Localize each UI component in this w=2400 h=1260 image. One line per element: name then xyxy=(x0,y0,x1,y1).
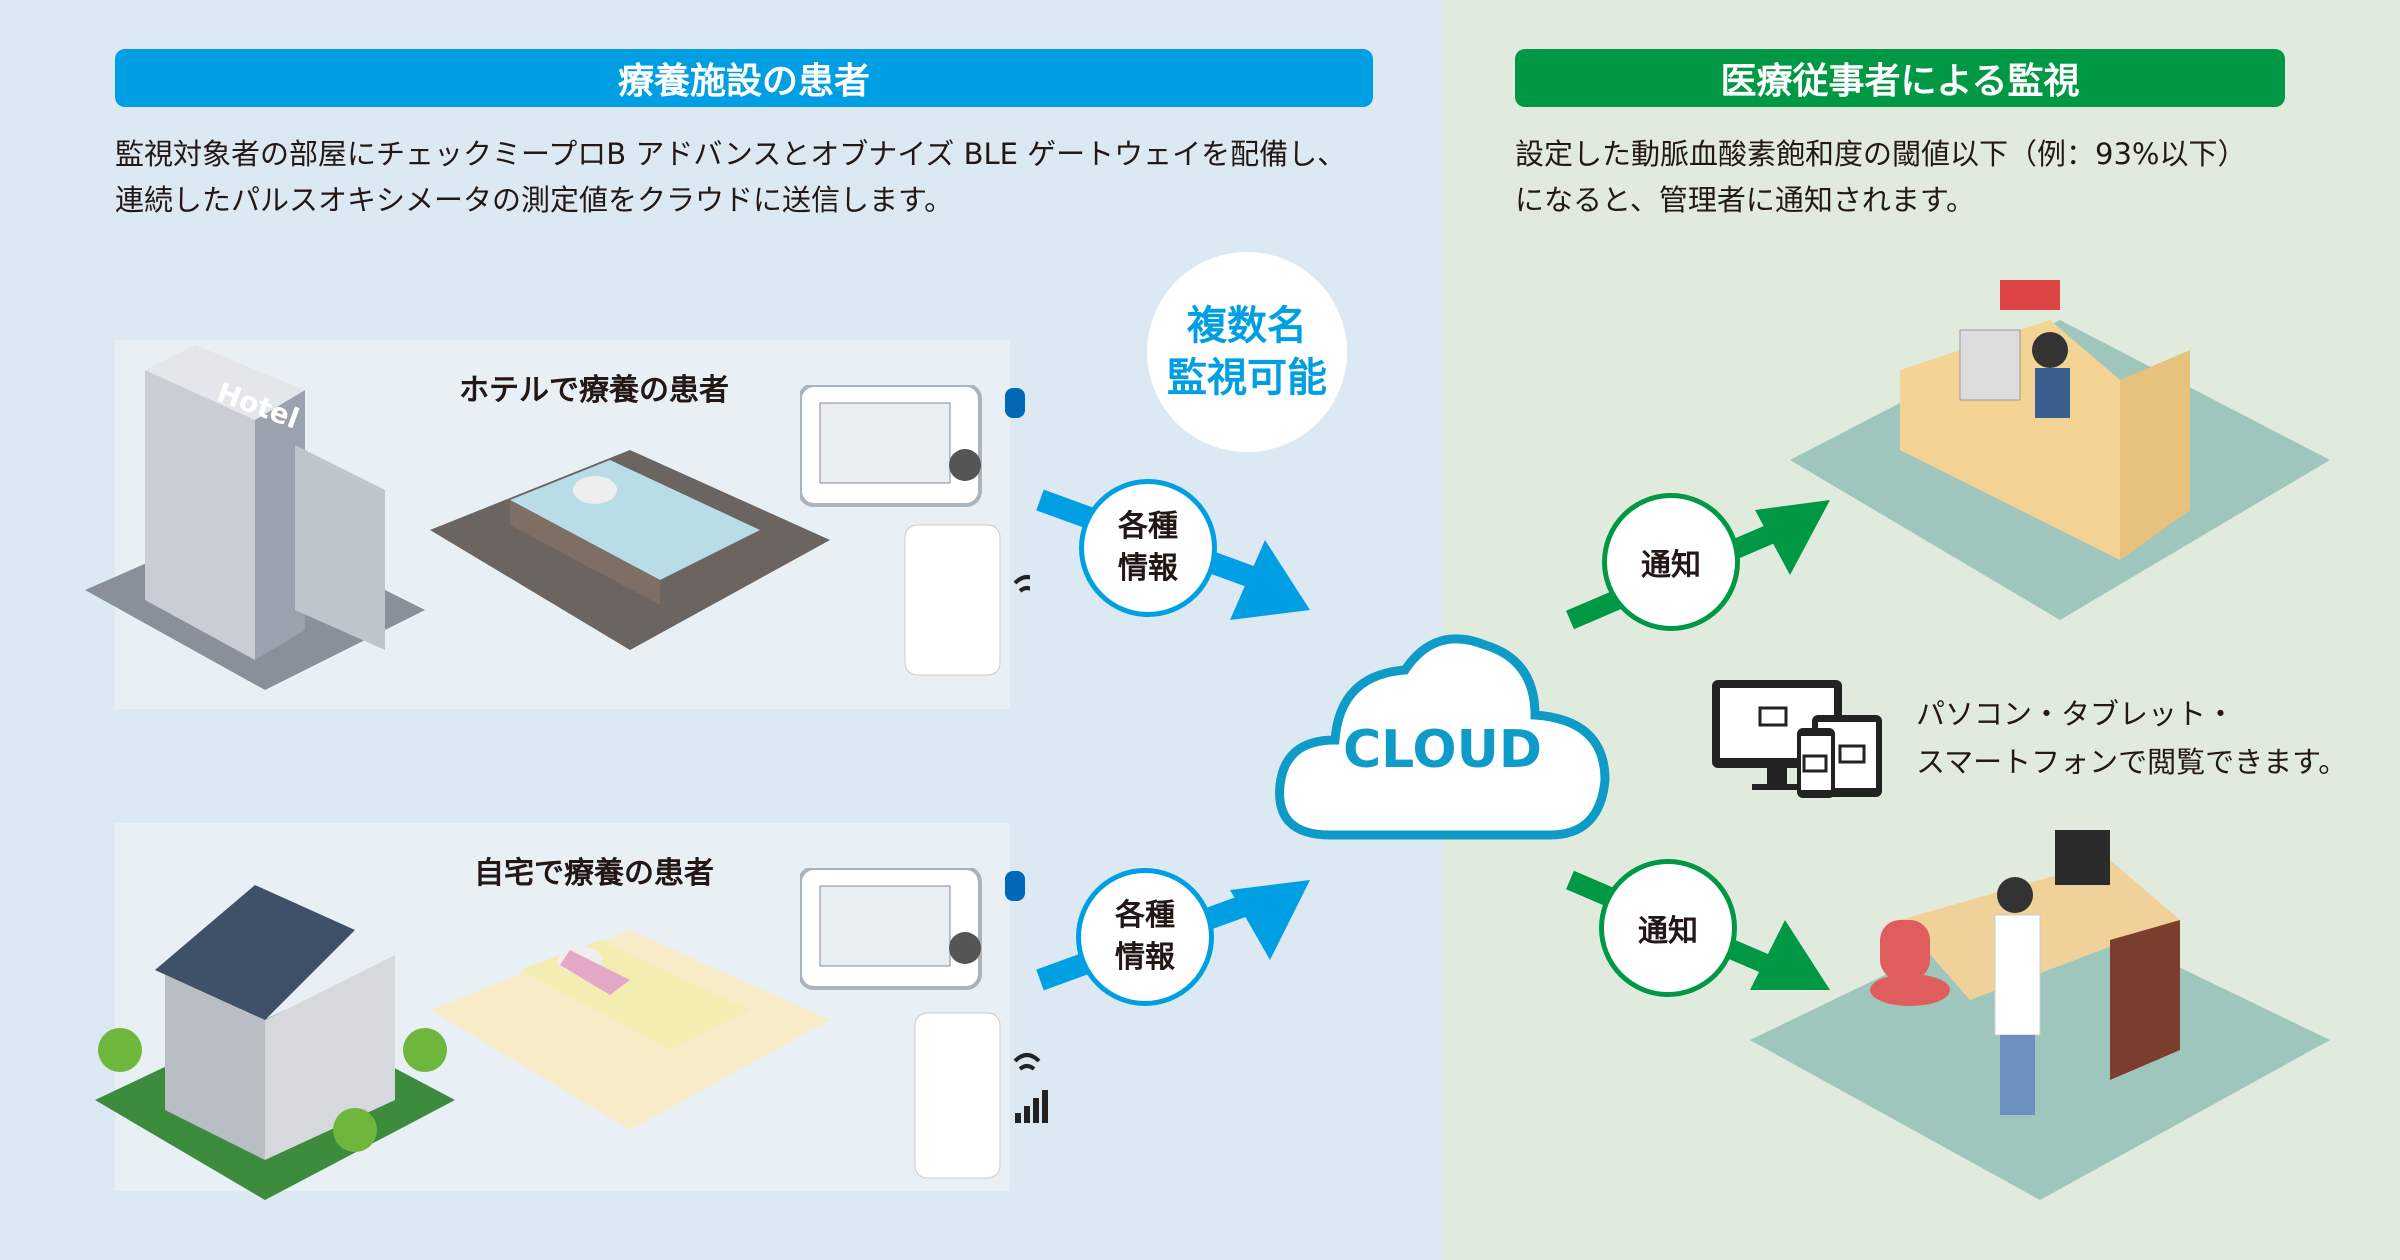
wifi-icon xyxy=(1013,1053,1041,1071)
notify-badge-bottom: 通知 xyxy=(1599,859,1737,997)
devices-text-2: スマートフォンで閲覧できます。 xyxy=(1916,745,2348,779)
signal-bars-icon xyxy=(1015,1090,1048,1123)
staff-header: 医療従事者による監視 xyxy=(1515,49,2285,107)
home-oximeter-and-gateway xyxy=(800,868,1048,1179)
hotel-bed-illustration xyxy=(430,450,830,650)
hotel-oximeter-and-gateway xyxy=(800,385,1030,676)
patient-header: 療養施設の患者 xyxy=(115,49,1373,107)
hotel-info-badge: 各種情報 xyxy=(1079,479,1217,617)
patient-desc-1: 監視対象者の部屋にチェックミープロB アドバンスとオブナイズ BLE ゲートウェ… xyxy=(115,137,1347,171)
home-house-illustration xyxy=(95,885,455,1200)
multi-device-icon xyxy=(1712,680,1882,798)
bluetooth-icon xyxy=(1005,388,1025,418)
home-info-badge: 各種情報 xyxy=(1076,868,1214,1006)
home-label: 自宅で療養の患者 xyxy=(474,856,714,891)
staff-desc-2: になると、管理者に通知されます。 xyxy=(1515,183,1975,217)
bluetooth-icon xyxy=(1005,871,1025,901)
multiple-monitoring-badge: 複数名監視可能 xyxy=(1147,252,1347,452)
notify-badge-top: 通知 xyxy=(1602,493,1740,631)
wifi-icon xyxy=(1013,575,1030,593)
cloud-icon xyxy=(1275,634,1610,840)
cloud-label: CLOUD xyxy=(1342,720,1543,780)
patient-desc-2: 連続したパルスオキシメータの測定値をクラウドに送信します。 xyxy=(115,183,954,217)
devices-text-1: パソコン・タブレット・ xyxy=(1916,697,2236,731)
staff-desc-1: 設定した動脈血酸素飽和度の閾値以下（例：93%以下） xyxy=(1515,137,2247,171)
home-bed-illustration xyxy=(430,930,830,1130)
hotel-building-illustration: Hotel xyxy=(85,345,425,690)
hotel-label: ホテルで療養の患者 xyxy=(459,373,729,408)
doctor-office-illustration xyxy=(1750,830,2330,1200)
reception-nurse-illustration xyxy=(1790,280,2330,620)
